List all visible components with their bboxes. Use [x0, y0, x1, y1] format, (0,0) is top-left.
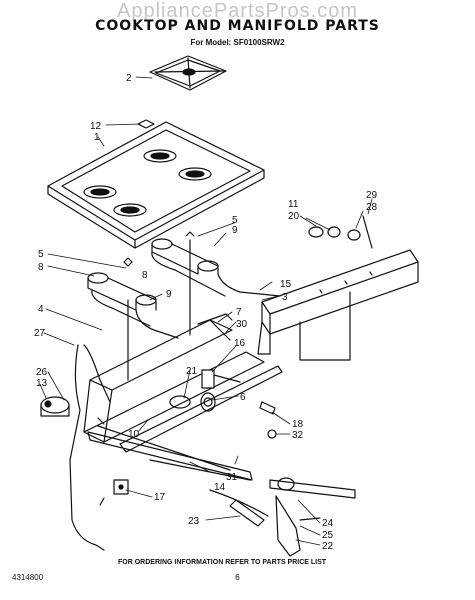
callout-3: 3 — [282, 292, 288, 303]
rear-burner-assembly — [151, 231, 281, 336]
page-title: COOKTOP AND MANIFOLD PARTS — [95, 18, 380, 34]
model-line: For Model: SF0100SRW2 — [190, 38, 285, 47]
callout-28: 28 — [366, 202, 378, 213]
callout-11: 11 — [288, 199, 299, 210]
manifold-valves — [308, 215, 373, 249]
callout-20: 20 — [288, 211, 300, 222]
callout-24: 24 — [322, 518, 334, 529]
oven-burner-assembly — [209, 477, 356, 557]
page-number: 6 — [235, 573, 240, 582]
cooktop — [47, 119, 265, 249]
callout-30: 30 — [236, 319, 248, 330]
callout-9: 9 — [232, 225, 238, 236]
lower-manifold — [87, 431, 253, 481]
callout-15: 15 — [280, 279, 292, 290]
callout-16: 16 — [234, 338, 246, 349]
callout-22: 22 — [322, 541, 334, 552]
callout-32: 32 — [292, 430, 304, 441]
callout-labels: 2 12 1 5 9 8 5 8 9 11 20 29 28 15 3 4 7 … — [34, 73, 378, 552]
callout-14: 14 — [214, 482, 226, 493]
burner-grate — [149, 55, 227, 91]
callout-25: 25 — [322, 530, 334, 541]
manifold-panel — [257, 249, 419, 361]
callout-26: 26 — [36, 367, 48, 378]
callout-18: 18 — [292, 419, 304, 430]
callout-8: 8 — [142, 270, 148, 281]
callout-29: 29 — [366, 190, 378, 201]
ignition-module — [201, 369, 241, 389]
leader-lines — [39, 76, 373, 546]
ordering-info-note: FOR ORDERING INFORMATION REFER TO PARTS … — [118, 559, 327, 566]
right-fittings — [259, 401, 277, 439]
burner-box-frame — [83, 313, 283, 453]
callout-13: 13 — [36, 378, 48, 389]
callout-1: 1 — [94, 132, 100, 143]
callout-4: 4 — [38, 304, 44, 315]
bracket — [113, 479, 129, 495]
callout-23: 23 — [188, 516, 200, 527]
callout-9: 9 — [166, 289, 172, 300]
callout-2: 2 — [126, 73, 132, 84]
callout-7: 7 — [236, 307, 242, 318]
callout-21: 21 — [186, 366, 198, 377]
front-burner-assembly — [87, 257, 179, 381]
callout-10: 10 — [128, 429, 140, 440]
document-number: 4314800 — [12, 573, 44, 582]
center-valve — [169, 392, 216, 412]
callout-27: 27 — [34, 328, 46, 339]
callout-12: 12 — [90, 121, 102, 132]
callout-17: 17 — [154, 492, 166, 503]
callout-31: 31 — [226, 472, 238, 483]
callout-5: 5 — [232, 215, 238, 226]
watermark: AppliancePartsPros.com — [117, 0, 358, 22]
callout-8: 8 — [38, 262, 44, 273]
callout-5: 5 — [38, 249, 44, 260]
callout-6: 6 — [240, 392, 246, 403]
left-valve — [40, 396, 70, 417]
gas-tubing — [69, 344, 231, 551]
